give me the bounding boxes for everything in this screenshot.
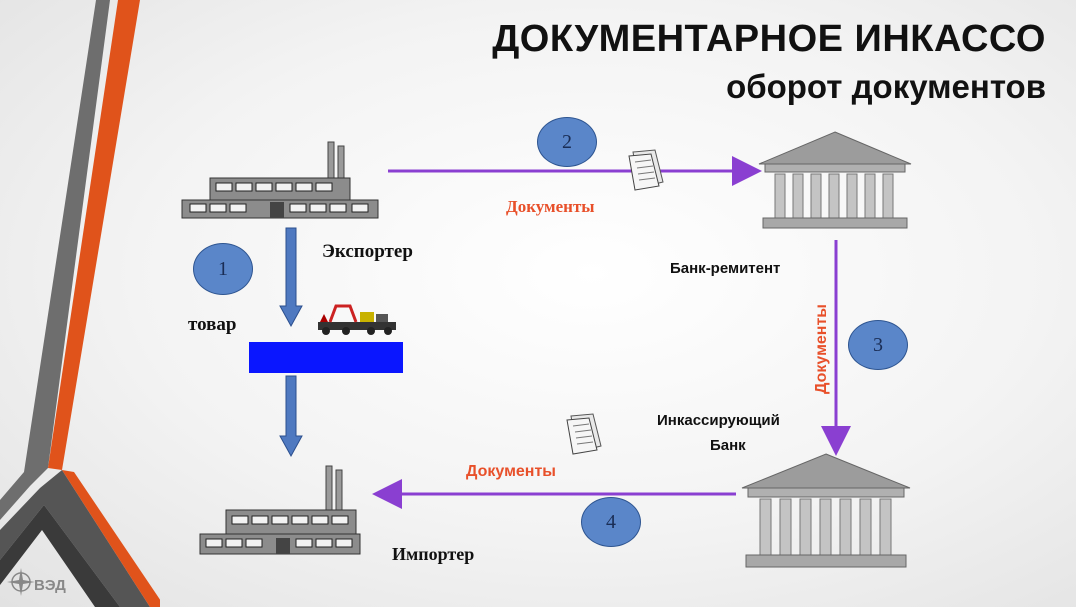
collecting-bank-label-line-1: Инкассирующий — [657, 412, 780, 429]
exporter-label: Экспортер — [322, 241, 413, 262]
documents-label-top: Документы — [506, 197, 595, 216]
compass-logo-icon — [7, 568, 35, 596]
exporter-factory-icon — [181, 141, 379, 219]
title-line-1: ДОКУМЕНТАРНОЕ ИНКАССО — [492, 18, 1046, 60]
step-3-badge: 3 — [848, 320, 908, 370]
document-icon-bottom — [566, 413, 602, 455]
importer-factory-icon — [199, 465, 361, 555]
remitting-bank-icon — [758, 131, 912, 229]
cargo-icon — [318, 304, 396, 335]
remitting-bank-label: Банк-ремитент — [670, 260, 781, 277]
goods-arrow-upper — [279, 227, 303, 328]
collecting-bank-label-line-2: Банк — [710, 437, 746, 454]
logo-text: ВЭД — [34, 577, 66, 594]
step-1-badge: 1 — [193, 243, 253, 295]
logo: ВЭД — [6, 565, 76, 601]
title-line-2: оборот документов — [726, 68, 1046, 105]
goods-bar — [249, 342, 403, 373]
documents-label-vertical: Документы — [813, 304, 830, 394]
importer-label: Импортер — [392, 544, 475, 564]
collecting-bank-icon — [741, 453, 911, 568]
step-2-badge: 2 — [537, 117, 597, 167]
documents-label-bottom: Документы — [466, 463, 556, 480]
goods-arrow-lower — [279, 375, 303, 458]
step-4-badge: 4 — [581, 497, 641, 547]
goods-label: товар — [188, 314, 237, 335]
decorative-stripes — [0, 0, 160, 607]
document-icon-top — [628, 149, 664, 191]
